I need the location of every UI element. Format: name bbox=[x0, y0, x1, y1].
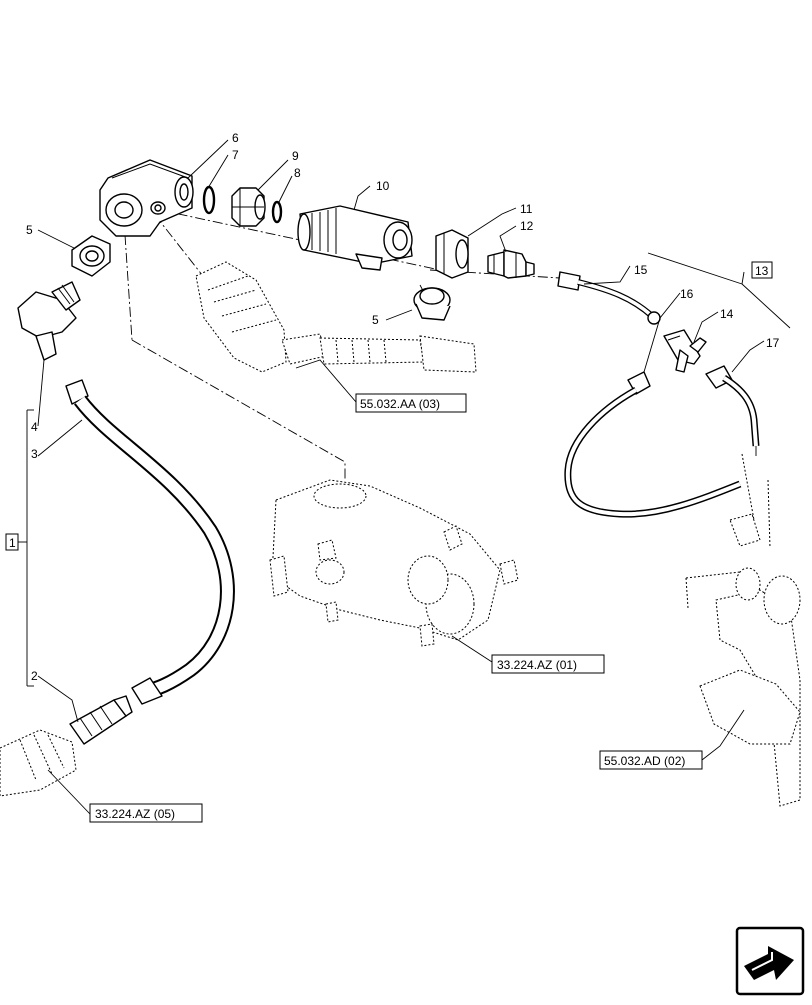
elbow-fitting bbox=[99, 159, 194, 237]
leader-lines bbox=[18, 139, 791, 815]
o-ring-7 bbox=[202, 185, 216, 215]
ghost-filter-assembly bbox=[195, 261, 477, 373]
hose-16 bbox=[564, 371, 742, 518]
callout-8: 8 bbox=[294, 166, 301, 180]
tee-body-10 bbox=[297, 205, 413, 271]
callout-15: 15 bbox=[634, 263, 648, 277]
hex-nut-9 bbox=[231, 187, 266, 227]
callout-17: 17 bbox=[766, 336, 780, 350]
callout-2: 2 bbox=[31, 669, 38, 683]
ghost-valve-block bbox=[685, 453, 801, 807]
reference-33-224-az-01[interactable]: 33.224.AZ (01) bbox=[497, 658, 577, 672]
adapter-11 bbox=[435, 229, 469, 279]
callout-5-upper: 5 bbox=[26, 223, 33, 237]
reference-box-az01[interactable]: 33.224.AZ (01) bbox=[491, 654, 605, 674]
callout-13: 13 bbox=[755, 264, 769, 278]
reference-33-224-az-05[interactable]: 33.224.AZ (05) bbox=[95, 807, 175, 821]
reference-55-032-aa-03[interactable]: 55.032.AA (03) bbox=[360, 397, 440, 411]
callout-4: 4 bbox=[31, 420, 38, 434]
callout-7: 7 bbox=[232, 148, 239, 162]
quick-coupling-4 bbox=[17, 281, 81, 361]
callout-1-box: 1 bbox=[5, 533, 19, 551]
callout-6: 6 bbox=[232, 131, 239, 145]
callout-11: 11 bbox=[520, 202, 533, 216]
callout-14: 14 bbox=[720, 307, 734, 321]
tube-15 bbox=[557, 271, 661, 325]
reference-box-az05[interactable]: 33.224.AZ (05) bbox=[89, 803, 203, 823]
callout-9: 9 bbox=[292, 149, 299, 163]
o-ring-8 bbox=[271, 200, 283, 224]
coupler-2 bbox=[69, 695, 133, 745]
callout-1: 1 bbox=[9, 536, 16, 550]
callout-5-center: 5 bbox=[372, 313, 379, 327]
hose-3 bbox=[65, 379, 235, 705]
small-fitting-12 bbox=[487, 249, 535, 279]
ghost-pump-assembly bbox=[269, 479, 519, 647]
fitting-5-center bbox=[413, 287, 451, 321]
callout-13-box: 13 bbox=[751, 261, 773, 279]
reference-box-ad02[interactable]: 55.032.AD (02) bbox=[599, 750, 703, 770]
hose-17 bbox=[705, 365, 760, 456]
callout-3: 3 bbox=[31, 447, 38, 461]
ghost-tractor-part-lower-left bbox=[0, 729, 77, 797]
tee-connector-14 bbox=[663, 329, 707, 373]
fitting-5-upper bbox=[71, 235, 111, 277]
exit-arrow-icon[interactable] bbox=[735, 926, 805, 996]
callout-16: 16 bbox=[680, 287, 694, 301]
callout-12: 12 bbox=[520, 219, 534, 233]
callout-labels: 6 7 9 8 10 11 12 5 5 4 3 2 15 16 14 17 bbox=[26, 131, 780, 683]
reference-box-aa03[interactable]: 55.032.AA (03) bbox=[355, 393, 467, 413]
callout-10: 10 bbox=[376, 179, 390, 193]
reference-55-032-ad-02[interactable]: 55.032.AD (02) bbox=[604, 754, 685, 768]
